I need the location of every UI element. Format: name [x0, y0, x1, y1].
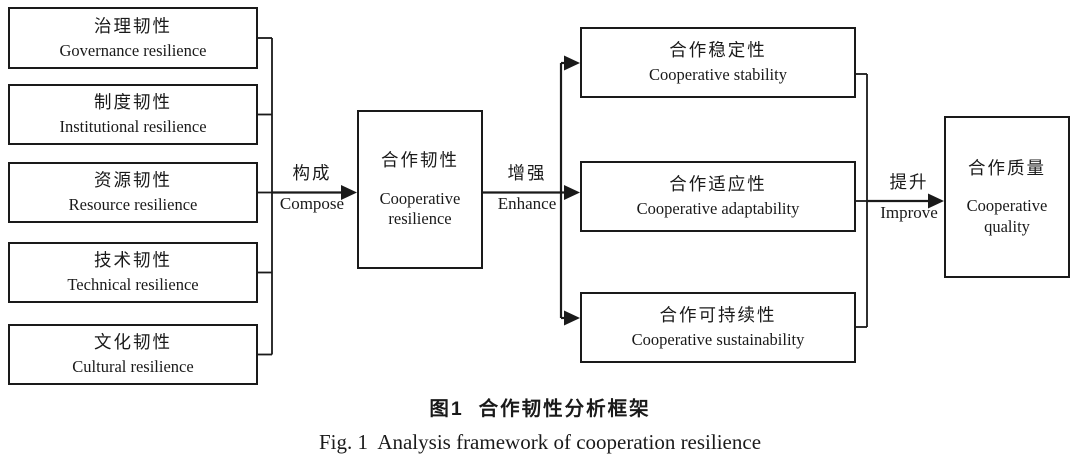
- figure-caption: 图1 合作韧性分析框架 Fig. 1 Analysis framework of…: [0, 392, 1080, 455]
- enhance-branch: [483, 55, 580, 326]
- box-governance-resilience: 治理韧性 Governance resilience: [8, 7, 258, 69]
- box-label-zh: 文化韧性: [94, 332, 172, 353]
- box-label-zh: 制度韧性: [94, 92, 172, 113]
- box-technical-resilience: 技术韧性 Technical resilience: [8, 242, 258, 303]
- box-cooperative-sustainability: 合作可持续性 Cooperative sustainability: [580, 292, 856, 363]
- arrow-label-zh: 构成: [292, 163, 332, 183]
- figure-caption-zh: 图1 合作韧性分析框架: [429, 398, 651, 420]
- box-cooperative-resilience: 合作韧性 Cooperative resilience: [357, 110, 483, 269]
- box-label-zh: 合作稳定性: [669, 40, 767, 61]
- box-label-en: Cooperative quality: [966, 196, 1048, 236]
- box-institutional-resilience: 制度韧性 Institutional resilience: [8, 84, 258, 145]
- box-cultural-resilience: 文化韧性 Cultural resilience: [8, 324, 258, 385]
- improve-arrow: [867, 193, 944, 209]
- arrow-label-zh: 增强: [507, 163, 547, 183]
- box-label-en: Cooperative stability: [649, 65, 787, 84]
- box-label-en: Cooperative resilience: [379, 188, 461, 229]
- box-cooperative-stability: 合作稳定性 Cooperative stability: [580, 27, 856, 98]
- box-label-zh: 治理韧性: [94, 15, 172, 36]
- box-label-zh: 合作质量: [968, 157, 1046, 178]
- left-bracket: [258, 37, 273, 356]
- figure-caption-en: Fig. 1 Analysis framework of cooperation…: [318, 430, 762, 454]
- box-label-en: Technical resilience: [67, 275, 199, 294]
- box-label-en: Resource resilience: [68, 195, 198, 214]
- box-label-zh: 合作韧性: [381, 150, 459, 171]
- box-label-en: Governance resilience: [59, 40, 207, 60]
- arrow-label-improve: 提升 Improve: [857, 172, 961, 222]
- box-label-en: Cooperative sustainability: [631, 330, 805, 349]
- box-label-en: Cultural resilience: [72, 357, 194, 376]
- arrow-label-compose: 构成 Compose: [262, 163, 362, 213]
- arrow-label-en: Improve: [880, 203, 938, 222]
- box-resource-resilience: 资源韧性 Resource resilience: [8, 162, 258, 223]
- box-label-zh: 合作适应性: [669, 174, 767, 195]
- box-cooperative-adaptability: 合作适应性 Cooperative adaptability: [580, 161, 856, 232]
- arrow-label-enhance: 增强 Enhance: [477, 163, 577, 213]
- compose-arrow: [272, 185, 357, 200]
- box-label-zh: 资源韧性: [94, 170, 172, 191]
- arrow-label-en: Compose: [279, 194, 345, 213]
- box-label-en: Institutional resilience: [59, 117, 207, 136]
- box-label-zh: 技术韧性: [94, 250, 172, 271]
- box-cooperative-quality: 合作质量 Cooperative quality: [944, 116, 1070, 278]
- box-label-zh: 合作可持续性: [659, 305, 777, 326]
- arrow-label-en: Enhance: [497, 194, 557, 213]
- arrow-label-zh: 提升: [889, 172, 929, 192]
- box-label-en: Cooperative adaptability: [636, 199, 800, 218]
